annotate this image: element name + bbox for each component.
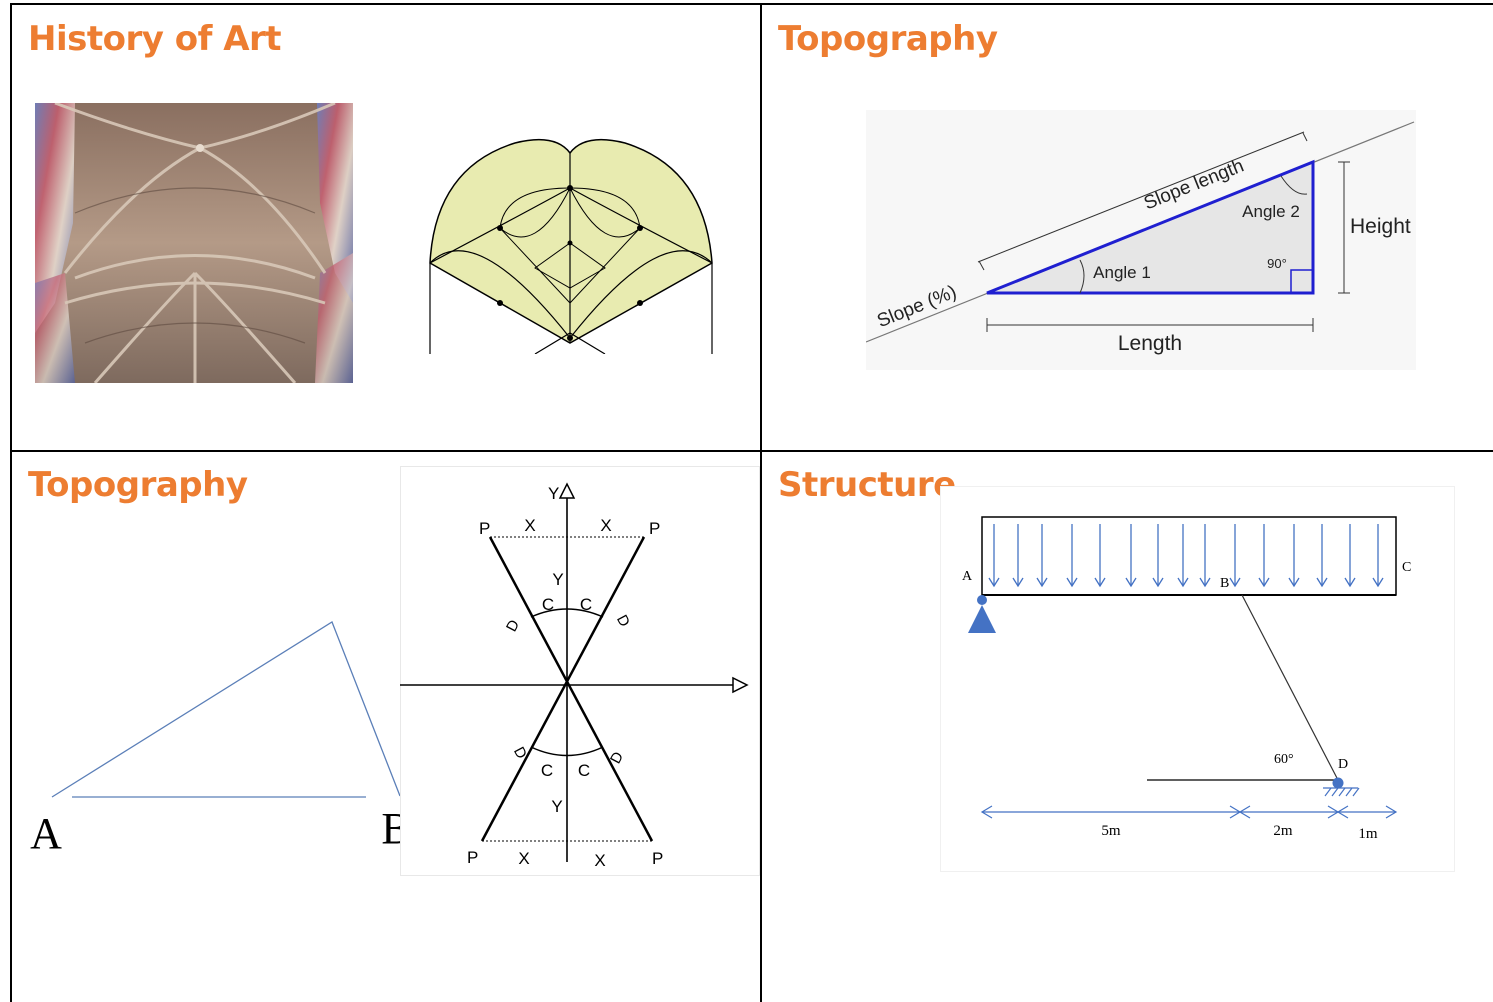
label-structure-b: B (1220, 576, 1229, 591)
pin-support-triangle (968, 605, 996, 633)
label-angle-60: 60° (1274, 752, 1294, 767)
slope-length-dim-line (977, 131, 1305, 263)
label-structure-c: C (1402, 560, 1411, 575)
y-axis-arrow (558, 482, 576, 499)
load-arrow-head (1344, 577, 1356, 588)
strut-bd (1241, 594, 1339, 781)
load-arrow-head (1229, 577, 1241, 588)
load-arrow-head (1094, 577, 1106, 588)
cell-title-structure: Structure (778, 465, 956, 505)
slope-diagram: Slope length Angle 2 Height 90° Angle 1 … (866, 110, 1416, 370)
load-arrow-head (1012, 577, 1024, 588)
grid-line-center (760, 3, 762, 1002)
load-arrow-head (1316, 577, 1328, 588)
load-arrow-head (1177, 577, 1189, 588)
label-x-top-right: X (600, 516, 611, 535)
label-length: Length (1118, 332, 1182, 355)
label-structure-a: A (962, 569, 973, 584)
label-angle-2: Angle 2 (1242, 202, 1300, 221)
label-c-upper-right: C (580, 595, 592, 614)
label-angle-1: Angle 1 (1093, 263, 1151, 282)
label-x-bottom-right: X (594, 851, 605, 870)
label-x-bottom-left: X (518, 849, 529, 868)
grid-line-left (10, 3, 12, 1002)
load-arrow-head (1258, 577, 1270, 588)
upper-angle-arc (530, 608, 604, 618)
label-point-b: B (381, 804, 404, 853)
cell-title-history-of-art: History of Art (28, 19, 282, 59)
load-arrow-head (1288, 577, 1300, 588)
axes-diagram-frame (400, 466, 760, 876)
cell-title-topography-triangle: Topography (28, 465, 248, 505)
vault-diagram (415, 128, 725, 354)
label-c-upper-left: C (542, 595, 554, 614)
label-90-degrees: 90° (1267, 256, 1287, 271)
grid-line-middle (10, 450, 1493, 452)
load-arrow-head (1372, 577, 1384, 588)
diagonal-line-2 (480, 536, 646, 842)
label-p-bottom-left: P (467, 848, 478, 867)
structure-diagram-frame (940, 486, 1455, 872)
load-arrow-head (1066, 577, 1078, 588)
label-structure-d: D (1338, 757, 1348, 772)
vault-photo (35, 103, 353, 383)
pin-support-joint (977, 595, 987, 605)
load-arrow-head (1125, 577, 1137, 588)
label-y-lower: Y (551, 797, 562, 816)
cell-title-topography-slope: Topography (778, 19, 998, 59)
label-y-upper: Y (552, 570, 563, 589)
structure-diagram: A B C D 60° 5m 2m 1m (940, 486, 1455, 872)
label-point-a: A (30, 809, 62, 858)
load-arrow-head (988, 577, 1000, 588)
label-c-lower-right: C (578, 761, 590, 780)
label-dimension-5m: 5m (1101, 823, 1121, 839)
angle-2-arc (1280, 175, 1308, 195)
label-x-top-left: X (524, 516, 535, 535)
label-dimension-2m: 2m (1273, 823, 1293, 839)
label-c-lower-left: C (541, 761, 553, 780)
ground-hatch (1323, 787, 1360, 797)
diagonal-line-1 (488, 536, 654, 842)
triangle-ab-diagram: A B (14, 610, 404, 860)
dimension-lines (980, 805, 1398, 819)
load-arrow-head (1199, 577, 1211, 588)
label-height: Height (1350, 215, 1411, 238)
distributed-load-arrows (988, 524, 1384, 588)
fixed-support-joint (1332, 777, 1344, 789)
lower-angle-arc (530, 746, 604, 757)
load-arrow-head (1036, 577, 1048, 588)
right-angle-marker (1290, 269, 1314, 294)
label-p-top-left: P (479, 519, 490, 538)
slope-triangle (986, 159, 1315, 295)
label-p-top-right: P (649, 519, 660, 538)
ribbed-vault-ceiling-photo-icon (35, 103, 353, 383)
load-arrow-head (1152, 577, 1164, 588)
x-axis-arrow (732, 676, 749, 694)
grid-line-top (10, 3, 1493, 5)
label-dimension-1m: 1m (1358, 826, 1378, 842)
label-p-bottom-right: P (652, 849, 663, 868)
triangle-ab-sides (51, 621, 401, 798)
groin-vault-3d-diagram-icon (429, 138, 713, 354)
angle-1-arc (1079, 259, 1085, 294)
label-y-axis: Y (548, 484, 559, 503)
axes-diagram: Y P X X P Y C C D D D D C C Y P X X P (400, 466, 760, 876)
